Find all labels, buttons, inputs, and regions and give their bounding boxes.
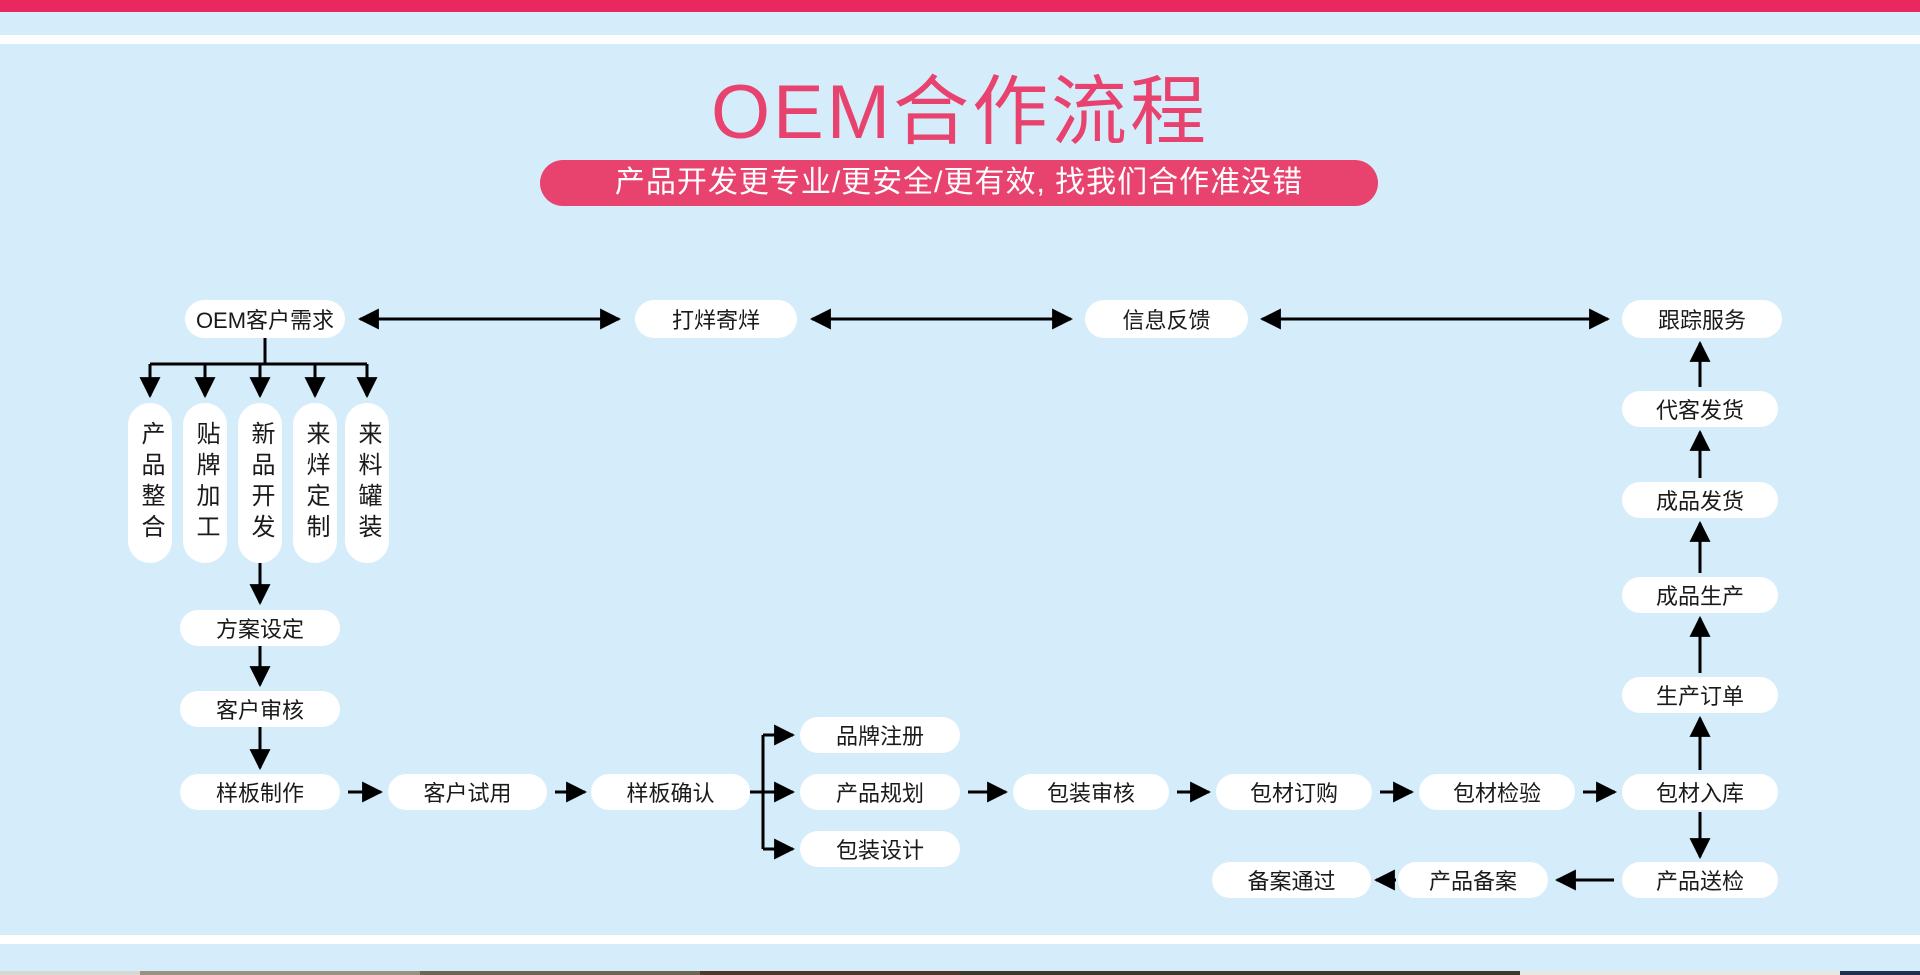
subtitle-text: 产品开发更专业/更安全/更有效, 找我们合作准没错 (614, 166, 1304, 199)
node-tracking: 跟踪服务 (1622, 300, 1782, 338)
node-product-test: 产品送检 (1622, 862, 1778, 898)
node-product-manufacture: 成品生产 (1622, 577, 1778, 613)
page-title: OEM合作流程 (710, 70, 1210, 155)
node-material-storage: 包材入库 (1622, 774, 1778, 810)
node-client-review: 客户审核 (180, 691, 340, 727)
pill-product-integration-label: 产品整合 (137, 421, 164, 545)
pill-oem-processing-label: 贴牌加工 (192, 421, 219, 545)
top-blue-band (0, 12, 1920, 35)
pill-material-filling: 来料罐装 (345, 403, 389, 563)
pill-new-product-label: 新品开发 (247, 421, 274, 545)
node-package-review: 包装审核 (1013, 774, 1169, 810)
photo-strip-segment (140, 971, 420, 975)
photo-strip-segment (1520, 971, 1840, 975)
top-accent-bar (0, 0, 1920, 12)
pill-custom-sample-label: 来烊定制 (302, 421, 329, 545)
node-record-passed: 备案通过 (1212, 862, 1371, 898)
photo-strip-segment (0, 971, 140, 975)
node-oem-demand: OEM客户需求 (185, 300, 345, 338)
photo-strip-segment (1840, 971, 1920, 975)
node-material-order: 包材订购 (1216, 774, 1372, 810)
photo-strip-segment (700, 971, 960, 975)
node-sample-making: 样板制作 (180, 774, 340, 810)
photo-strip-segment (420, 971, 700, 975)
pill-new-product: 新品开发 (238, 403, 282, 563)
bottom-photo-strip (0, 971, 1920, 975)
node-package-design: 包装设计 (800, 831, 960, 867)
bottom-blue-band (0, 944, 1920, 971)
photo-strip-segment (960, 971, 1520, 975)
node-plan-setting: 方案设定 (180, 610, 340, 646)
pill-product-integration: 产品整合 (128, 403, 172, 563)
node-client-trial: 客户试用 (388, 774, 547, 810)
node-product-planning: 产品规划 (800, 774, 960, 810)
node-dropship: 代客发货 (1622, 391, 1778, 427)
pill-custom-sample: 来烊定制 (293, 403, 337, 563)
node-material-inspect: 包材检验 (1419, 774, 1575, 810)
node-brand-register: 品牌注册 (800, 717, 960, 753)
node-sample-send: 打烊寄烊 (635, 300, 797, 338)
pill-material-filling-label: 来料罐装 (354, 421, 381, 545)
node-production-order: 生产订单 (1622, 677, 1778, 713)
node-sample-confirm: 样板确认 (591, 774, 750, 810)
node-product-record: 产品备案 (1398, 862, 1548, 898)
subtitle-banner: 产品开发更专业/更安全/更有效, 找我们合作准没错 (540, 160, 1378, 206)
pill-oem-processing: 贴牌加工 (183, 403, 227, 563)
node-product-delivery: 成品发货 (1622, 482, 1778, 518)
node-feedback: 信息反馈 (1085, 300, 1248, 338)
